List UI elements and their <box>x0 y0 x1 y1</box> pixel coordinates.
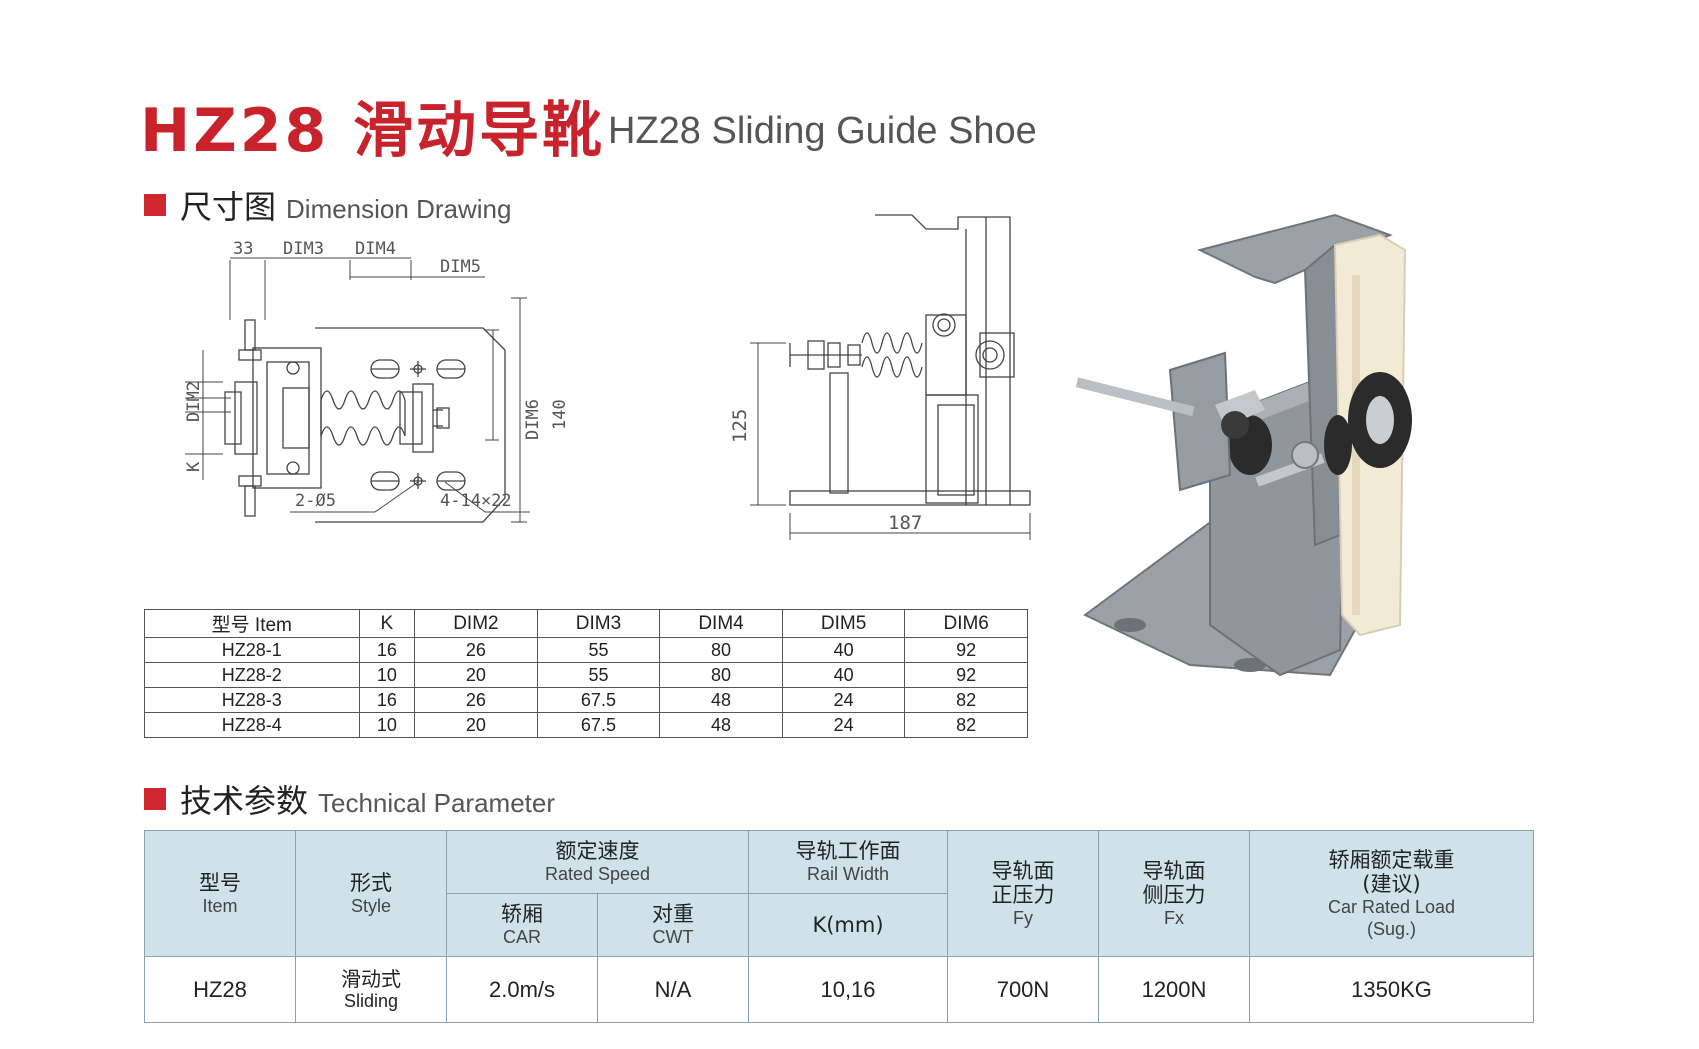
cell-style: 滑动式 Sliding <box>295 956 447 1023</box>
dim-label-dim4: DIM4 <box>355 239 396 259</box>
table-cell: 80 <box>659 662 783 688</box>
dimension-table: 型号 Item K DIM2 DIM3 DIM4 DIM5 DIM6 HZ28-… <box>144 609 1028 738</box>
table-cell: 20 <box>414 662 538 688</box>
col-header-dim5: DIM5 <box>781 609 906 638</box>
front-dimension-drawing: 33 DIM3 DIM4 DIM5 2-Ø5 4-14×22 DIM2 K DI… <box>184 239 570 523</box>
table-cell: HZ28-2 <box>144 662 360 688</box>
cell-item: HZ28 <box>144 956 296 1023</box>
tech-header-row-1: 型号 Item 形式 Style 额定速度 Rated Speed 导轨工作面 … <box>144 830 1534 957</box>
dim-label-187: 187 <box>888 512 922 534</box>
section-heading-technical: 技术参数 Technical Parameter <box>144 776 555 822</box>
cell-fy: 700N <box>947 956 1099 1023</box>
bolt-nut <box>412 383 434 453</box>
table-cell: 67.5 <box>536 687 661 713</box>
table-cell: 16 <box>358 687 416 713</box>
bullet-square-icon <box>144 788 166 810</box>
col-header-rail-width: 导轨工作面 Rail Width <box>748 830 948 894</box>
side-spring-coil <box>861 332 923 378</box>
table-cell: 16 <box>358 637 416 663</box>
col-header-item: 型号 Item <box>144 609 360 638</box>
table-row: HZ28-1 16 26 55 80 40 92 <box>144 637 1028 663</box>
col-header-fy: 导轨面 正压力 Fy <box>947 830 1099 957</box>
table-cell: 26 <box>414 637 538 663</box>
dim-label-dim5: DIM5 <box>440 257 481 277</box>
dim-label-holes-slot: 4-14×22 <box>440 491 512 511</box>
tech-header-row-2: 轿厢 CAR 对重 CWT K(mm) <box>145 893 1534 957</box>
cell-load: 1350KG <box>1249 956 1534 1023</box>
cell-k: 10,16 <box>748 956 948 1023</box>
base-plate-outline <box>315 327 506 523</box>
table-cell: 55 <box>536 637 661 663</box>
table-cell: 24 <box>781 687 906 713</box>
vertical-plate <box>925 314 967 396</box>
bullet-square-icon <box>144 194 166 216</box>
col-header-cwt: 对重 CWT <box>597 893 749 957</box>
table-cell: 67.5 <box>536 712 661 738</box>
section-heading-dimension: 尺寸图 Dimension Drawing <box>144 182 511 228</box>
cell-fx: 1200N <box>1098 956 1250 1023</box>
table-cell: 82 <box>904 712 1028 738</box>
table-cell: 10 <box>358 712 416 738</box>
table-cell: 82 <box>904 687 1028 713</box>
roller <box>975 340 1005 370</box>
col-header-car-rated-load: 轿厢额定载重 (建议) Car Rated Load (Sug.) <box>1249 830 1534 957</box>
dim-label-33: 33 <box>233 239 253 259</box>
col-header-k: K <box>358 609 416 638</box>
table-cell: HZ28-4 <box>144 712 360 738</box>
table-row: HZ28-4 10 20 67.5 48 24 82 <box>144 712 1028 738</box>
spring-coil <box>320 390 406 446</box>
dim-label-holes-small: 2-Ø5 <box>295 491 336 511</box>
col-header-rated-speed: 额定速度 Rated Speed <box>446 830 749 894</box>
table-cell: 40 <box>781 637 906 663</box>
col-header-fx: 导轨面 侧压力 Fx <box>1098 830 1250 957</box>
cell-car-speed: 2.0m/s <box>446 956 598 1023</box>
col-header-k-mm: K(mm) <box>748 893 948 957</box>
col-header-dim4: DIM4 <box>659 609 783 638</box>
dim-label-140: 140 <box>550 399 570 430</box>
col-header-dim3: DIM3 <box>536 609 661 638</box>
table-cell: 55 <box>536 662 661 688</box>
table-cell: 24 <box>781 712 906 738</box>
col-header-dim6: DIM6 <box>904 609 1028 638</box>
side-dimension-drawing: 125 187 <box>729 214 1031 540</box>
technical-parameter-table: 型号 Item 形式 Style 额定速度 Rated Speed 导轨工作面 … <box>144 830 1534 1023</box>
col-header-car: 轿厢 CAR <box>446 893 598 957</box>
table-cell: 48 <box>659 687 783 713</box>
table-cell: 92 <box>904 662 1028 688</box>
base-plate <box>789 490 1031 506</box>
dim-label-dim3: DIM3 <box>283 239 324 259</box>
table-cell: 10 <box>358 662 416 688</box>
table-row: HZ28-3 16 26 67.5 48 24 82 <box>144 687 1028 713</box>
top-bracket <box>875 214 1011 505</box>
section-title-cn: 尺寸图 <box>180 188 277 226</box>
table-cell: 20 <box>414 712 538 738</box>
section-title-cn: 技术参数 <box>180 782 309 820</box>
dim-label-k: K <box>184 461 204 472</box>
table-cell: HZ28-3 <box>144 687 360 713</box>
dim-label-dim6: DIM6 <box>523 399 543 440</box>
col-header-item: 型号 Item <box>144 830 296 957</box>
table-cell: 80 <box>659 637 783 663</box>
cell-cwt-speed: N/A <box>597 956 749 1023</box>
dim-label-dim2: DIM2 <box>184 381 204 422</box>
product-image <box>1075 213 1412 677</box>
table-row: HZ28 滑动式 Sliding 2.0m/s N/A 10,16 700N 1… <box>144 956 1534 1023</box>
table-row: HZ28-2 10 20 55 80 40 92 <box>144 662 1028 688</box>
table-cell: 48 <box>659 712 783 738</box>
dimension-table-header-row: 型号 Item K DIM2 DIM3 DIM4 DIM5 DIM6 <box>144 609 1028 638</box>
dim-label-125: 125 <box>729 409 751 443</box>
col-header-style: 形式 Style <box>295 830 447 957</box>
col-header-dim2: DIM2 <box>414 609 538 638</box>
section-title-en: Technical Parameter <box>318 788 556 818</box>
table-cell: 92 <box>904 637 1028 663</box>
table-cell: HZ28-1 <box>144 637 360 663</box>
section-title-en: Dimension Drawing <box>286 194 512 224</box>
page-title: HZ28 滑动导靴 <box>140 96 606 166</box>
page-title-english: HZ28 Sliding Guide Shoe <box>608 110 1037 152</box>
table-cell: 40 <box>781 662 906 688</box>
table-cell: 26 <box>414 687 538 713</box>
